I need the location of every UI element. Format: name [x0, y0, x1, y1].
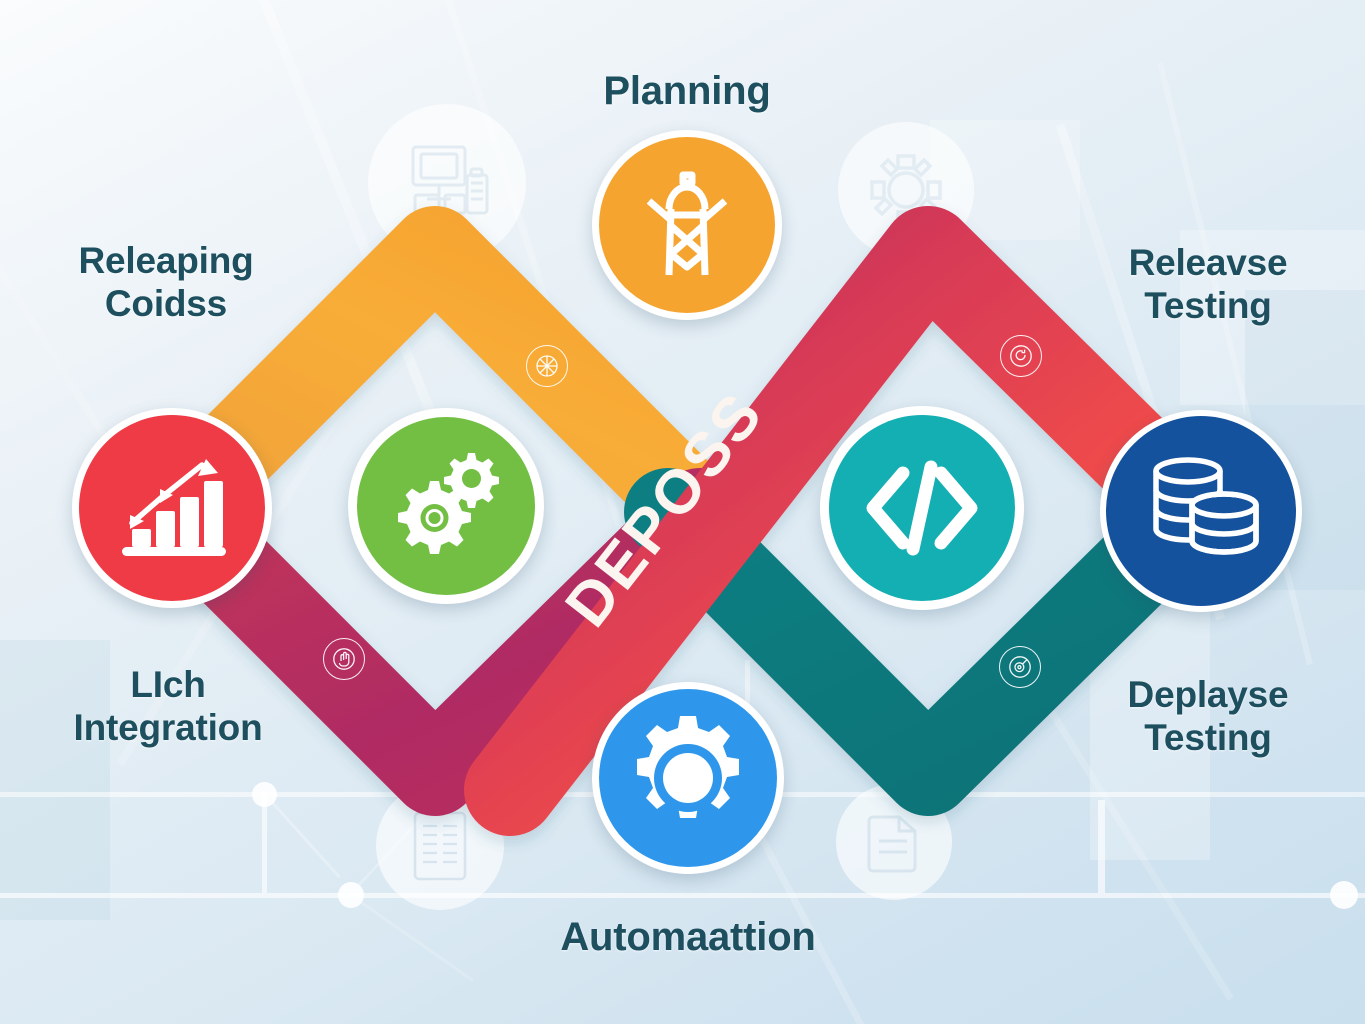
orange-band: [131, 206, 744, 559]
wheel-badge: [526, 345, 568, 387]
label-top-left: Releaping Coidss: [78, 240, 254, 324]
refresh-icon: [1010, 345, 1032, 367]
code-brackets-icon: [866, 460, 978, 556]
hand-badge: [323, 638, 365, 680]
clipboard-icon: [867, 815, 917, 873]
node-code[interactable]: [820, 406, 1024, 610]
label-bottom-center: Automaattion: [560, 915, 816, 959]
label-top-center: Planning: [603, 69, 771, 113]
hand-touch-icon: [333, 648, 355, 670]
two-gears-icon: [398, 453, 499, 554]
label-bottom-left: LIch Integration: [73, 664, 263, 748]
node-planning[interactable]: [592, 130, 782, 320]
node-growth-fill: [79, 415, 265, 601]
node-code-fill: [829, 415, 1015, 601]
label-bottom-right: Deplayse Testing: [1127, 674, 1289, 758]
database-stack-icon: [1153, 457, 1259, 555]
ribbon-bands: [131, 206, 1238, 836]
node-database[interactable]: [1100, 410, 1302, 612]
red-band: [464, 206, 1238, 836]
teal-band: [624, 468, 1236, 816]
refresh-badge: [1000, 335, 1042, 377]
node-automation-fill: [599, 689, 777, 867]
node-database-fill: [1106, 416, 1296, 606]
bar-chart-growth-icon: [122, 459, 226, 556]
wheel-globe-icon: [536, 355, 558, 377]
node-growth[interactable]: [72, 408, 272, 608]
node-planning-fill: [599, 137, 775, 313]
target-badge: [999, 646, 1041, 688]
node-gears[interactable]: [348, 408, 544, 604]
target-icon: [1009, 656, 1031, 678]
node-gears-fill: [357, 417, 535, 595]
node-automation[interactable]: [592, 682, 784, 874]
label-top-right: Releavse Testing: [1128, 242, 1288, 326]
tower-icon: [646, 171, 728, 276]
monitor-devices-icon: [411, 145, 489, 215]
gear-ring-icon: [637, 716, 739, 818]
